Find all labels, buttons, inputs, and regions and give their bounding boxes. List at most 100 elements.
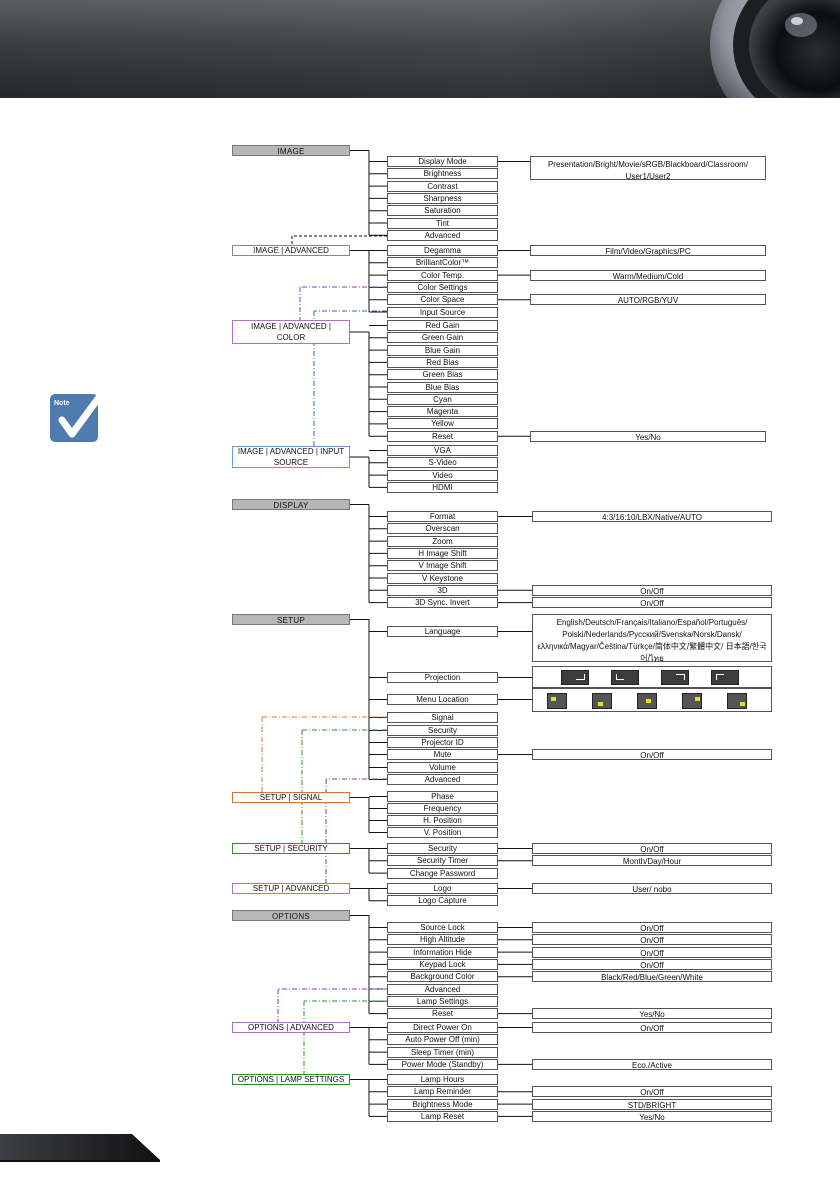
menu-position-dot (695, 697, 700, 701)
menu-item-setup-4: Security (387, 725, 498, 736)
menu-item-setup-security-2: Change Password (387, 867, 498, 879)
section-header-image: IMAGE (232, 145, 350, 156)
menu-item-options-advanced-0: Direct Power On (387, 1022, 498, 1033)
section-header-image-advanced-color: IMAGE | ADVANCED | COLOR (232, 320, 350, 344)
menu-item-image-advanced-color-1: Green Gain (387, 332, 498, 344)
projector-lens-icon (710, 0, 840, 98)
option-setup-advanced-0: User/ nobo (532, 883, 772, 894)
section-header-options-advanced: OPTIONS | ADVANCED (232, 1022, 350, 1033)
menu-item-options-advanced-1: Auto Power Off (min) (387, 1034, 498, 1046)
menu-item-options-lamp-2: Brightness Mode (387, 1098, 498, 1110)
option-options-0: On/Off (532, 922, 772, 933)
section-header-display: DISPLAY (232, 499, 350, 510)
section-header-options-lamp: OPTIONS | LAMP SETTINGS (232, 1074, 350, 1085)
menu-item-image-5: Tint (387, 217, 498, 229)
menu-item-image-1: Brightness (387, 168, 498, 180)
page-footer-tab (0, 1134, 160, 1162)
option-display-0: 4:3/16:10/LBX/Native/AUTO (532, 511, 772, 522)
menu-item-setup-signal-0: Phase (387, 791, 498, 802)
menu-position-dot (646, 699, 651, 703)
menu-item-display-4: V Image Shift (387, 560, 498, 572)
menu-item-options-lamp-0: Lamp Hours (387, 1074, 498, 1085)
option-setup-6: On/Off (532, 749, 772, 760)
menu-item-options-4: Background Color (387, 971, 498, 983)
option-options-3: On/Off (532, 958, 772, 970)
menu-item-display-2: Zoom (387, 535, 498, 547)
section-header-image-advanced-input: IMAGE | ADVANCED | INPUT SOURCE (232, 446, 350, 468)
menu-location-icon (592, 693, 612, 709)
option-options-2: On/Off (532, 946, 772, 958)
option-options-4: Black/Red/Blue/Green/White (532, 971, 772, 983)
menu-item-image-advanced-3: Color Settings (387, 281, 498, 293)
menu-item-image-advanced-color-6: Cyan (387, 393, 498, 405)
menu-item-image-advanced-input-2: Video (387, 469, 498, 481)
section-header-setup-advanced: SETUP | ADVANCED (232, 883, 350, 894)
option-options-lamp-1: On/Off (532, 1086, 772, 1098)
screen-shape (616, 674, 617, 680)
option-options-advanced-3: Eco./Active (532, 1058, 772, 1070)
menu-item-options-1: High Altitude (387, 934, 498, 946)
menu-item-image-advanced-color-7: Magenta (387, 406, 498, 418)
menu-location-icon (682, 693, 702, 709)
menu-item-display-0: Format (387, 511, 498, 522)
menu-item-setup-7: Volume (387, 762, 498, 773)
menu-item-setup-3: Signal (387, 712, 498, 723)
menu-item-image-advanced-color-3: Red Bias (387, 356, 498, 368)
menu-item-options-advanced-2: Sleep Timer (min) (387, 1046, 498, 1058)
menu-item-image-advanced-4: Color Space (387, 294, 498, 306)
menu-item-setup-security-0: Security (387, 843, 498, 854)
menu-item-setup-6: Mute (387, 749, 498, 760)
menu-item-display-3: H Image Shift (387, 547, 498, 559)
menu-item-display-1: Overscan (387, 523, 498, 535)
menu-item-setup-0: Language (387, 626, 498, 637)
section-header-setup-security: SETUP | SECURITY (232, 843, 350, 854)
menu-item-image-advanced-1: BrilliantColor™ (387, 257, 498, 269)
menu-item-image-6: Advanced (387, 229, 498, 241)
option-setup-0: English/Deutsch/Français/Italiano/Españo… (532, 614, 772, 663)
section-header-options: OPTIONS (232, 910, 350, 921)
menu-position-dot (740, 702, 745, 706)
screen-shape (576, 679, 584, 680)
menu-item-setup-8: Advanced (387, 774, 498, 785)
menu-item-setup-signal-3: V. Position (387, 827, 498, 838)
screen-shape (716, 674, 717, 680)
projection-mode-icon (711, 670, 739, 685)
menu-item-display-6: 3D (387, 584, 498, 596)
projection-mode-icon (561, 670, 589, 685)
option-image-advanced-0: Film/Video/Graphics/PC (530, 245, 766, 256)
menu-item-display-7: 3D Sync. Invert (387, 597, 498, 609)
menu-item-display-5: V Keystone (387, 572, 498, 584)
option-image-0: Presentation/Bright/Movie/sRGB/Blackboar… (530, 156, 766, 181)
menu-item-setup-signal-2: H. Position (387, 815, 498, 826)
menu-item-image-advanced-input-0: VGA (387, 445, 498, 456)
menu-item-image-advanced-color-9: Reset (387, 430, 498, 442)
note-check-icon: Note (50, 392, 104, 442)
option-options-lamp-3: Yes/No (532, 1110, 772, 1122)
menu-position-dot (551, 697, 556, 701)
section-header-setup-signal: SETUP | SIGNAL (232, 792, 350, 803)
menu-item-options-3: Keypad Lock (387, 958, 498, 970)
screen-shape (584, 674, 585, 680)
note-label: Note (54, 400, 70, 407)
menu-item-image-advanced-0: Degamma (387, 245, 498, 256)
menu-item-options-7: Reset (387, 1008, 498, 1020)
option-options-1: On/Off (532, 934, 772, 946)
menu-item-image-advanced-color-0: Red Gain (387, 320, 498, 331)
menu-location-icon (547, 693, 567, 709)
menu-item-image-advanced-color-5: Blue Bias (387, 381, 498, 393)
menu-item-image-4: Saturation (387, 205, 498, 217)
menu-item-image-advanced-5: Input Source (387, 306, 498, 318)
option-options-advanced-0: On/Off (532, 1022, 772, 1033)
screen-shape (684, 674, 685, 680)
option-options-7: Yes/No (532, 1008, 772, 1020)
menu-item-options-6: Lamp Settings (387, 995, 498, 1007)
option-options-lamp-2: STD/BRIGHT (532, 1098, 772, 1110)
menu-item-setup-signal-1: Frequency (387, 803, 498, 814)
menu-item-setup-advanced-0: Logo (387, 883, 498, 894)
menu-item-options-5: Advanced (387, 983, 498, 995)
menu-item-setup-5: Projector ID (387, 737, 498, 748)
menu-item-image-advanced-2: Color Temp. (387, 269, 498, 281)
menu-item-options-lamp-1: Lamp Reminder (387, 1086, 498, 1098)
menu-item-image-advanced-input-3: HDMI (387, 481, 498, 493)
